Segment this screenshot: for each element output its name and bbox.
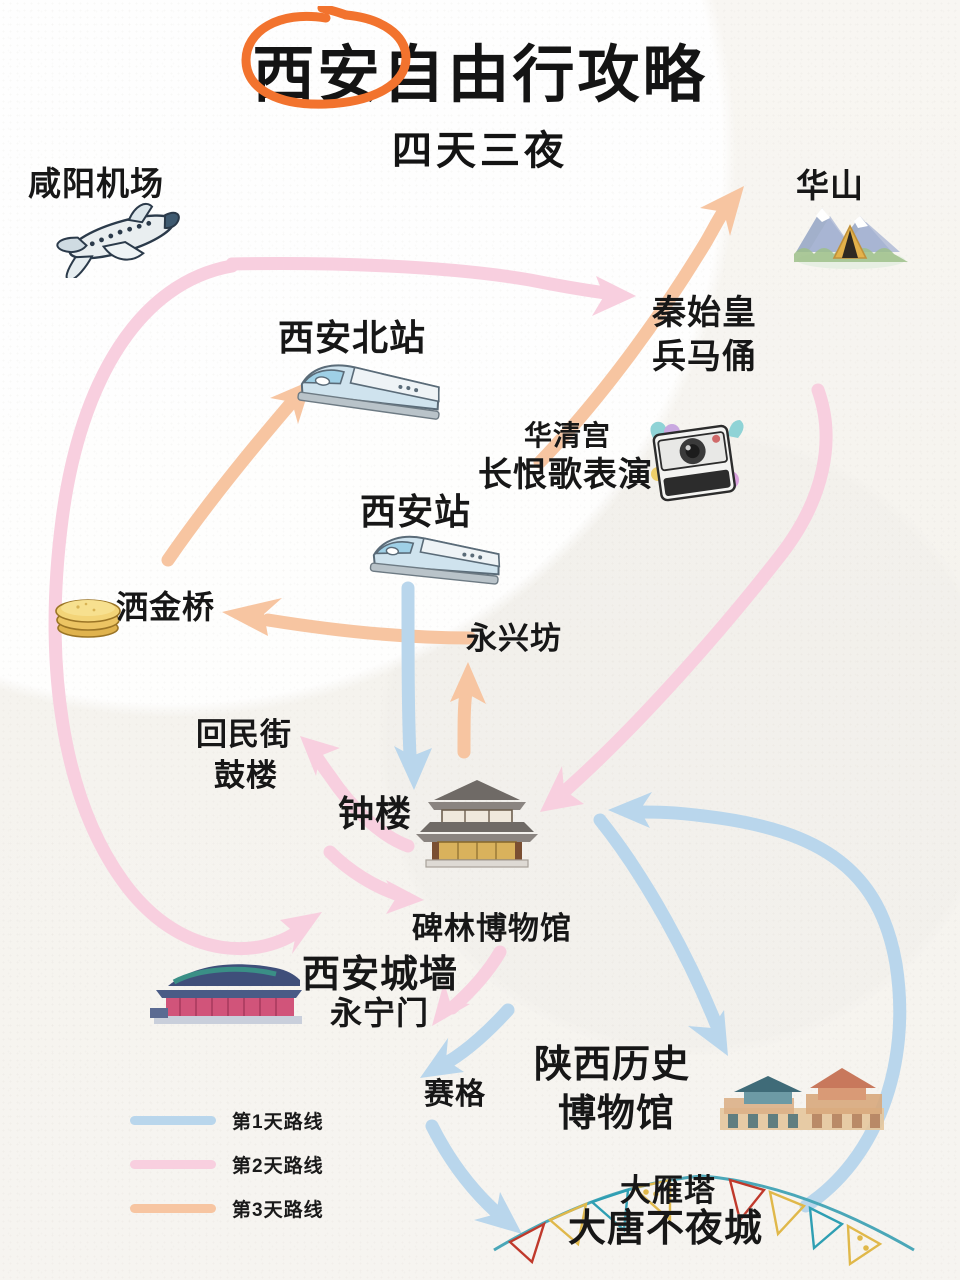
- node-shaanxi-museum-label-1: 陕西历史: [534, 1044, 691, 1086]
- node-huaqing[interactable]: 华清宫: [524, 420, 611, 451]
- mountain-tent-icon: [794, 208, 908, 269]
- legend-item-day3: 第3天路线: [130, 1186, 324, 1230]
- node-city-wall-label: 西安城墙: [302, 954, 459, 996]
- node-huashan-label: 华山: [796, 167, 864, 204]
- node-north-station-label: 西安北站: [278, 317, 427, 358]
- legend-swatch-day1: [130, 1115, 216, 1125]
- node-north-station[interactable]: 西安北站: [278, 317, 440, 420]
- legend-swatch-day2: [130, 1159, 216, 1169]
- node-huiminjie-label-1: 回民街: [196, 717, 292, 752]
- legend-item-day1: 第1天路线: [130, 1098, 324, 1142]
- airplane-icon: [56, 202, 180, 278]
- legend-label-day2: 第2天路线: [232, 1155, 324, 1177]
- node-huaqing-label: 华清宫: [524, 420, 612, 451]
- node-airport-label: 咸阳机场: [28, 165, 164, 202]
- title-subtitle: 四天三夜: [392, 129, 568, 173]
- bunting-icon: [493, 1174, 915, 1267]
- bullet-train-icon: [369, 535, 501, 585]
- node-yongningmen-label: 永宁门: [330, 995, 430, 1031]
- node-huashan[interactable]: 华山: [794, 167, 908, 269]
- node-sajinqiao-label: 洒金桥: [116, 589, 216, 625]
- node-airport[interactable]: 咸阳机场: [28, 165, 180, 278]
- node-bell-tower[interactable]: 钟楼: [338, 780, 538, 868]
- node-yongxingfang-label: 永兴坊: [466, 621, 562, 656]
- node-xian-station-label: 西安站: [360, 491, 472, 532]
- node-beilin[interactable]: 碑林博物馆: [412, 911, 572, 947]
- node-yongxingfang[interactable]: 永兴坊: [466, 621, 562, 657]
- camera-icon: [650, 420, 744, 502]
- node-datang-label: 大唐不夜城: [568, 1208, 764, 1250]
- pancake-icon: [55, 599, 121, 638]
- legend: 第1天路线 第2天路线 第3天路线: [130, 1098, 324, 1230]
- node-xian-station[interactable]: 西安站: [360, 491, 501, 585]
- node-terracotta[interactable]: 秦始皇 兵马俑: [652, 294, 757, 376]
- museum-icon: [720, 1068, 884, 1130]
- node-terracotta-label-2: 兵马俑: [652, 338, 757, 377]
- node-dayanta-label: 大雁塔: [620, 1173, 716, 1208]
- node-shaanxi-museum[interactable]: 陕西历史 博物馆: [534, 1044, 884, 1135]
- legend-swatch-day3: [130, 1203, 216, 1213]
- node-huiminjie[interactable]: 回民街 鼓楼: [196, 717, 292, 793]
- bullet-train-icon: [297, 364, 440, 420]
- legend-item-day2: 第2天路线: [130, 1142, 324, 1186]
- node-beilin-label: 碑林博物馆: [412, 911, 572, 946]
- node-saige-label: 赛格: [424, 1078, 486, 1111]
- node-shaanxi-museum-label-2: 博物馆: [558, 1092, 676, 1135]
- pagoda-icon: [416, 780, 538, 868]
- legend-label-day3: 第3天路线: [232, 1199, 324, 1221]
- node-changhenge-label: 长恨歌表演: [478, 456, 653, 494]
- legend-label-day1: 第1天路线: [232, 1111, 324, 1133]
- node-saige[interactable]: 赛格: [424, 1078, 486, 1112]
- city-gate-icon: [150, 964, 302, 1024]
- title-text: 西安自由行攻略: [252, 41, 708, 110]
- node-terracotta-label-1: 秦始皇: [652, 294, 757, 332]
- node-huiminjie-label-2: 鼓楼: [214, 757, 278, 793]
- page-title: 西安自由行攻略 四天三夜: [0, 6, 960, 176]
- node-bell-tower-label: 钟楼: [338, 793, 413, 834]
- node-changhenge[interactable]: 长恨歌表演: [478, 420, 744, 502]
